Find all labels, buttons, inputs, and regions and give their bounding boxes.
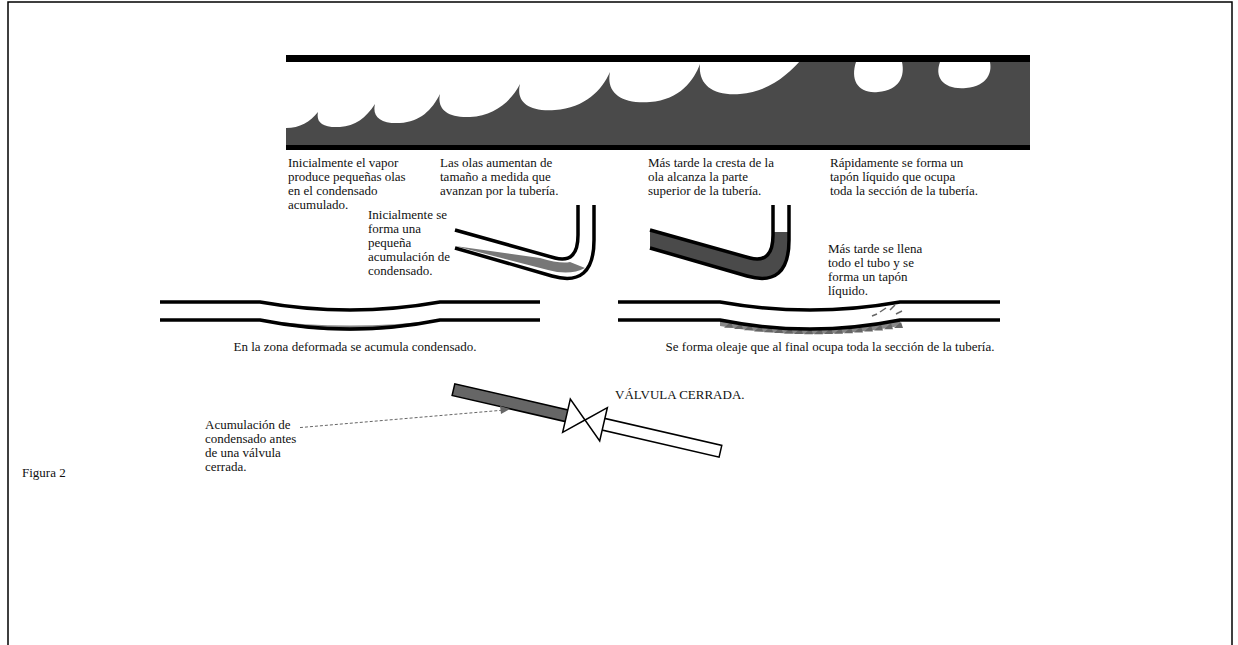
figure-frame bbox=[8, 2, 1232, 645]
annotation-text: Inicialmente se forma una pequeña acumul… bbox=[368, 208, 456, 278]
annotation-text: Se forma oleaje que al final ocupa toda … bbox=[620, 340, 1040, 354]
leader-line bbox=[295, 406, 510, 428]
annotation-text: Inicialmente el vapor produce pequeñas o… bbox=[288, 156, 418, 212]
annotation-text: VÁLVULA CERRADA. bbox=[615, 388, 775, 402]
annotation-text: Rápidamente se forma un tapón líquido qu… bbox=[830, 156, 980, 198]
annotation-text: Más tarde se llena todo el tubo y se for… bbox=[828, 242, 923, 298]
annotation-text: En la zona deformada se acumula condensa… bbox=[200, 340, 510, 354]
deformed-pipe bbox=[160, 302, 540, 331]
wave-pipe bbox=[286, 55, 1030, 150]
figure-caption: Figura 2 bbox=[22, 466, 142, 480]
elbow-pipe bbox=[455, 205, 594, 278]
annotation-text: Más tarde la cresta de la ola alcanza la… bbox=[648, 156, 788, 198]
annotation-text: Acumulación de condensado antes de una v… bbox=[205, 418, 300, 474]
elbow-pipe-filled bbox=[650, 205, 789, 279]
annotation-text: Las olas aumentan de tamaño a medida que… bbox=[440, 156, 575, 198]
deformed-pipe-waves bbox=[618, 302, 1000, 334]
